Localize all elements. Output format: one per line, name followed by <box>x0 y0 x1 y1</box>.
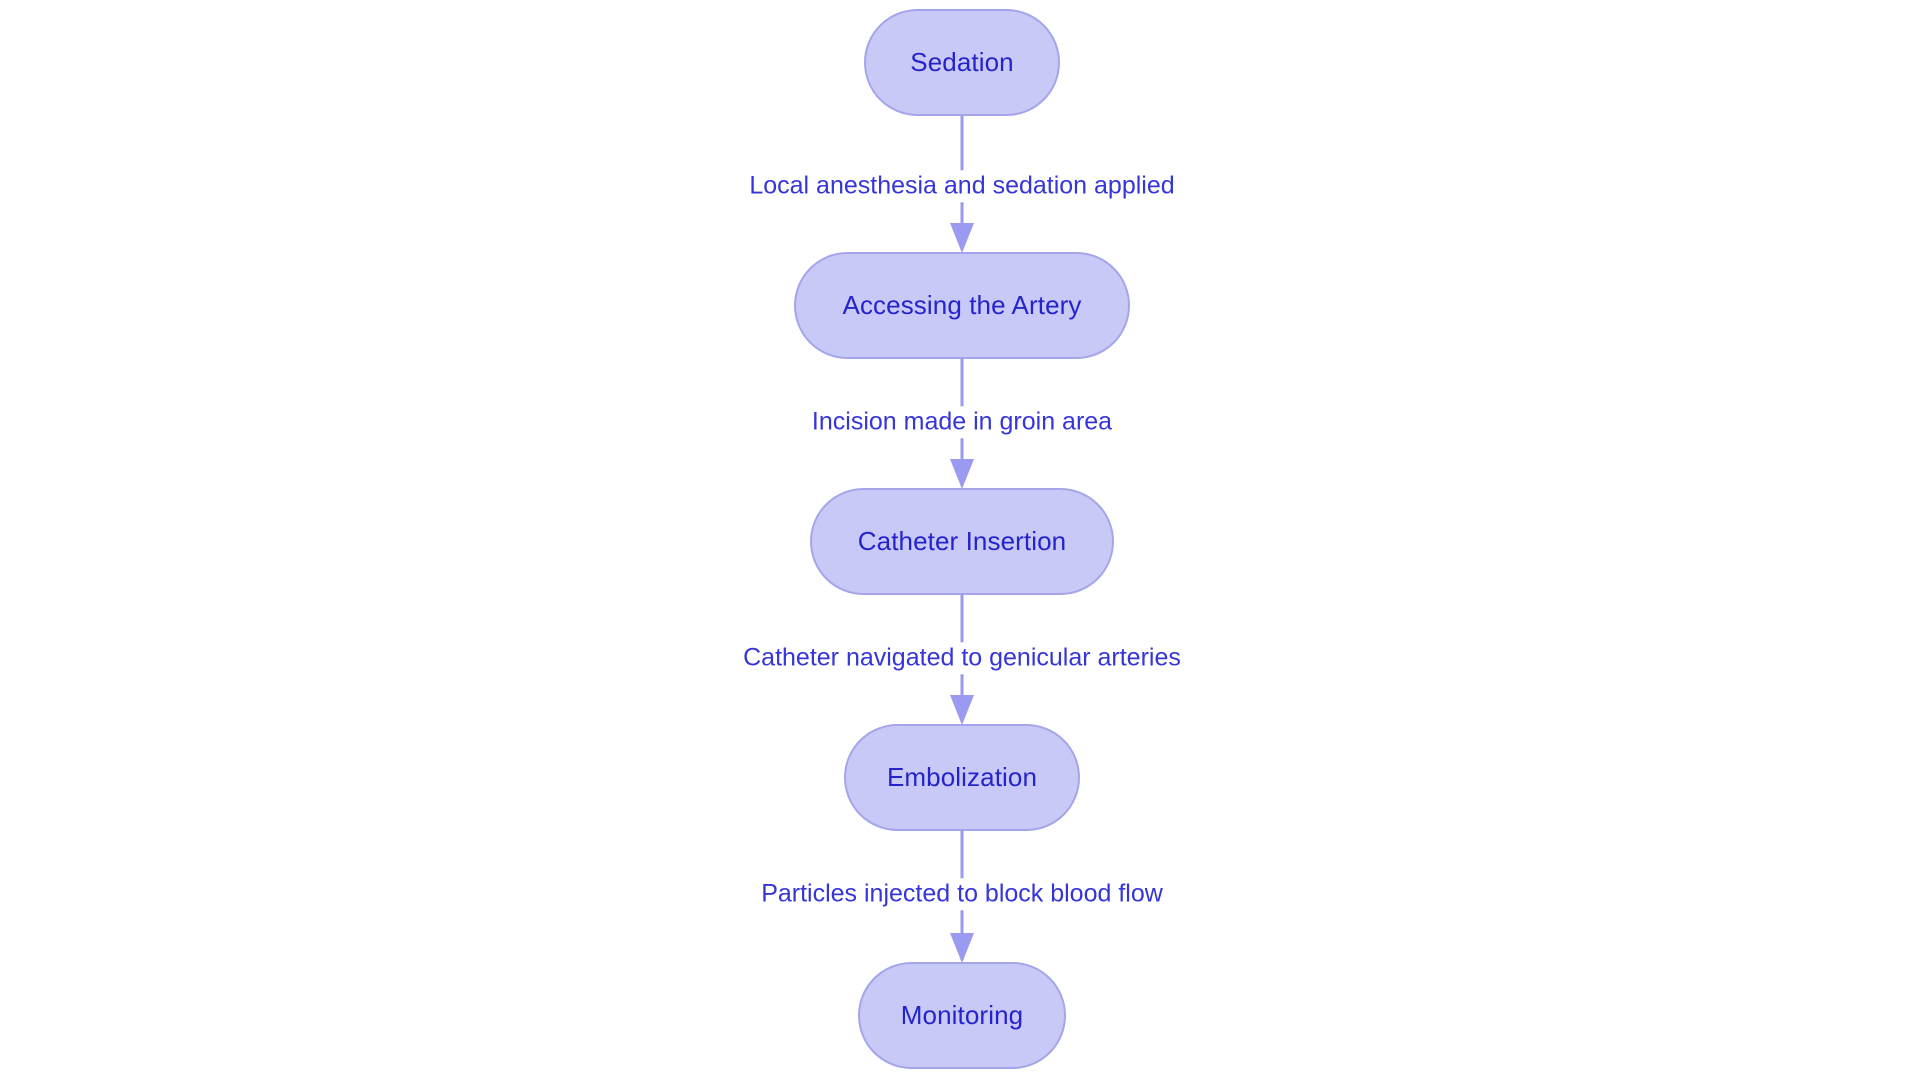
node-sedation[interactable]: Sedation <box>864 8 1060 116</box>
node-label-catheter: Catheter Insertion <box>857 526 1067 556</box>
node-label-sedation: Sedation <box>910 47 1014 77</box>
edge-label-e1: Local anesthesia and sedation applied <box>743 170 1181 202</box>
edge-label-e3: Catheter navigated to genicular arteries <box>737 642 1187 674</box>
node-label-accessing: Accessing the Artery <box>842 290 1082 320</box>
node-embolization[interactable]: Embolization <box>844 723 1080 831</box>
node-label-monitoring: Monitoring <box>900 1000 1024 1030</box>
node-accessing[interactable]: Accessing the Artery <box>794 251 1130 359</box>
node-label-embolization: Embolization <box>886 762 1038 792</box>
node-catheter[interactable]: Catheter Insertion <box>810 487 1114 595</box>
edge-label-e4: Particles injected to block blood flow <box>755 878 1169 910</box>
edge-label-e2: Incision made in groin area <box>805 406 1119 438</box>
node-monitoring[interactable]: Monitoring <box>858 961 1066 1069</box>
